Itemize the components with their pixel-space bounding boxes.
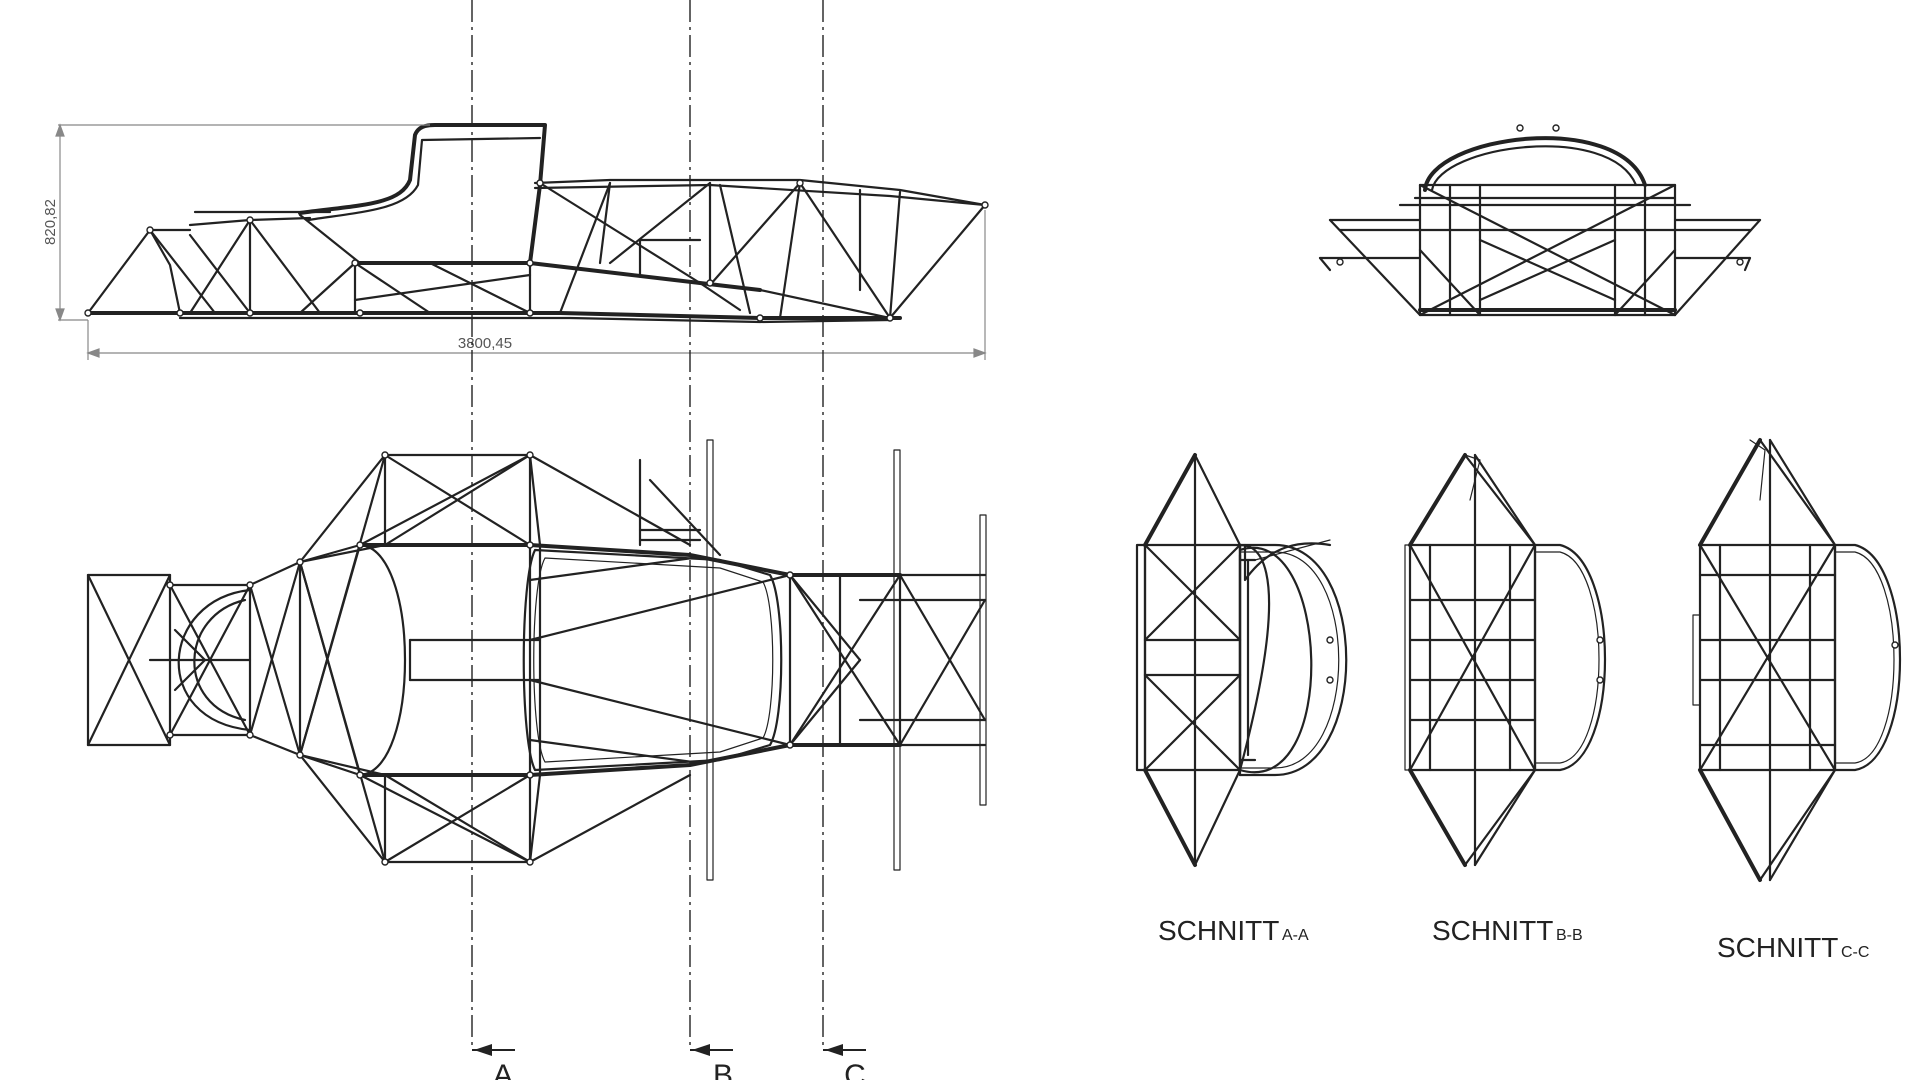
height-dimension-label: 820,82 — [42, 199, 59, 245]
section-letter-c: C — [844, 1059, 866, 1080]
section-a-hoop — [1238, 543, 1348, 777]
caption-a-sub: A-A — [1282, 927, 1309, 944]
section-a-view — [1135, 453, 1332, 867]
caption-b-main: SCHNITT — [1432, 915, 1553, 946]
caption-a: SCHNITT A-A — [1158, 915, 1309, 946]
section-b-view — [1404, 453, 1537, 867]
section-cut-lines — [471, 0, 824, 1050]
side-view — [84, 123, 989, 324]
section-arrow-b — [690, 1044, 733, 1056]
length-dimension-label: 3800,45 — [458, 335, 512, 352]
section-letter-a: A — [493, 1059, 513, 1080]
caption-a-main: SCHNITT — [1158, 915, 1279, 946]
caption-b-sub: B-B — [1556, 927, 1583, 944]
section-letter-b: B — [713, 1059, 733, 1080]
front-view — [1318, 124, 1762, 317]
caption-b: SCHNITT B-B — [1432, 915, 1583, 946]
section-arrow-a — [472, 1044, 515, 1056]
caption-c: SCHNITT C-C — [1717, 932, 1869, 963]
caption-c-sub: C-C — [1841, 944, 1869, 961]
section-c-view — [1692, 438, 1837, 882]
section-c-hoop — [1833, 543, 1902, 772]
caption-c-main: SCHNITT — [1717, 932, 1838, 963]
top-view — [86, 439, 987, 881]
section-arrow-c — [823, 1044, 866, 1056]
height-dimension — [55, 123, 430, 322]
section-b-hoop — [1533, 543, 1607, 772]
length-dimension — [86, 210, 987, 360]
